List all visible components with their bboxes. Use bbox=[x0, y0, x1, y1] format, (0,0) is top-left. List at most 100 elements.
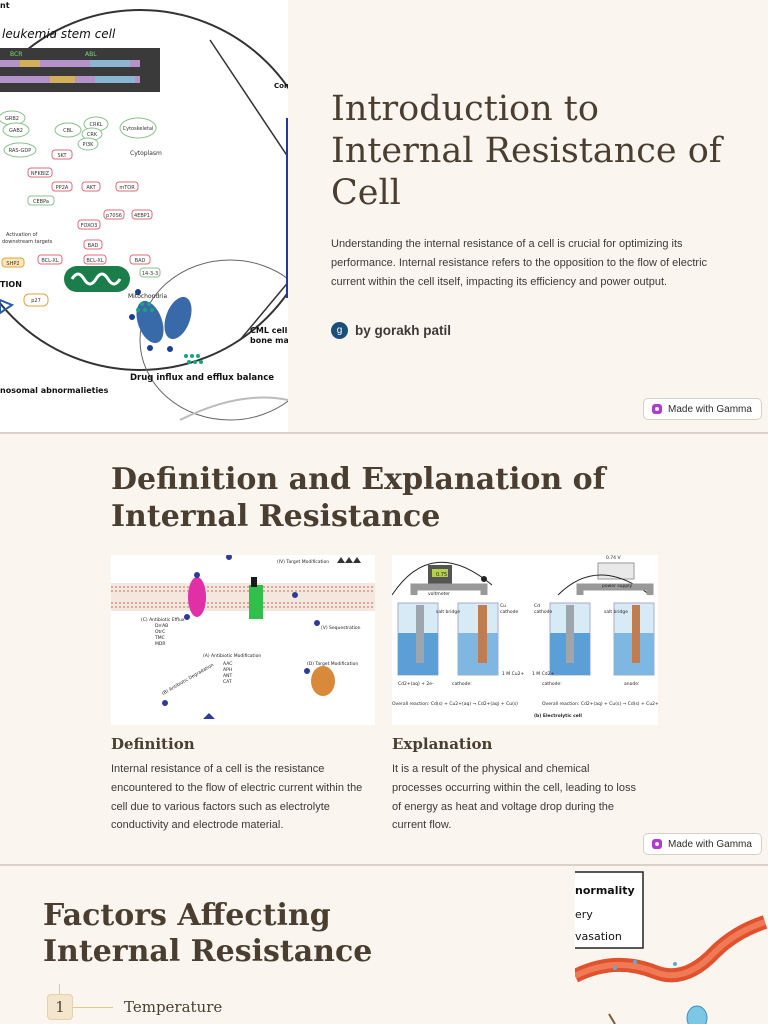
svg-text:GRB2: GRB2 bbox=[5, 116, 19, 122]
fig-drug-balance-label: Drug influx and efflux balance bbox=[130, 373, 274, 383]
svg-text:power supply: power supply bbox=[602, 583, 632, 589]
explanation-heading: Explanation bbox=[392, 735, 493, 753]
svg-text:SHP2: SHP2 bbox=[6, 261, 19, 267]
svg-text:BAD: BAD bbox=[135, 258, 146, 264]
made-with-gamma-button[interactable]: Made with Gamma bbox=[643, 398, 762, 420]
factor-number-badge: 1 bbox=[47, 994, 73, 1020]
factor-label: Temperature bbox=[124, 998, 223, 1016]
svg-text:(C) Antibiotic Efflux: (C) Antibiotic Efflux bbox=[141, 617, 185, 623]
svg-text:CAT: CAT bbox=[223, 679, 232, 685]
fig-ery-label: ery bbox=[575, 908, 593, 921]
slide-factors: Factors Affecting Internal Resistance no… bbox=[0, 866, 768, 1024]
svg-text:salt bridge: salt bridge bbox=[604, 609, 628, 615]
svg-text:SKT: SKT bbox=[57, 153, 67, 159]
fig-mitochondria-label: Mitochondria bbox=[128, 293, 167, 300]
section-title: Definition and Explanation of Internal R… bbox=[111, 462, 606, 534]
timeline-connector bbox=[59, 984, 60, 994]
svg-text:voltmeter: voltmeter bbox=[428, 591, 450, 597]
svg-text:Activation of: Activation of bbox=[6, 232, 38, 238]
svg-text:cathode:: cathode: bbox=[452, 681, 472, 687]
svg-text:downstream targets: downstream targets bbox=[2, 239, 53, 245]
svg-text:(b) Electrolytic cell: (b) Electrolytic cell bbox=[534, 713, 582, 719]
electrochemical-cell-figure: 0.75 voltmeter salt bridge Cu bbox=[392, 555, 658, 725]
svg-text:CRK: CRK bbox=[87, 132, 98, 138]
definition-heading: Definition bbox=[111, 735, 195, 753]
svg-text:anode:: anode: bbox=[624, 681, 640, 687]
fig-top-label: nt bbox=[0, 1, 10, 10]
svg-text:BAD: BAD bbox=[88, 243, 99, 249]
svg-text:(B) Antibiotic Degradation: (B) Antibiotic Degradation bbox=[161, 662, 215, 697]
svg-text:cathode:: cathode: bbox=[542, 681, 562, 687]
svg-text:ANT: ANT bbox=[223, 673, 232, 679]
avatar: g bbox=[331, 322, 348, 339]
svg-text:(V) Sequestration: (V) Sequestration bbox=[321, 625, 361, 631]
fig-cytoplasm-label: Cytoplasm bbox=[130, 150, 162, 157]
svg-text:14-3-3: 14-3-3 bbox=[142, 271, 158, 277]
svg-text:OtrC: OtrC bbox=[155, 629, 165, 635]
svg-text:PP2A: PP2A bbox=[56, 185, 69, 191]
fig-bone-marrow-label: bone mar bbox=[250, 336, 288, 345]
svg-text:DrrAB: DrrAB bbox=[155, 623, 168, 629]
svg-text:1 M Cd2+: 1 M Cd2+ bbox=[532, 671, 554, 677]
explanation-text: It is a result of the physical and chemi… bbox=[392, 763, 636, 832]
svg-text:0.75: 0.75 bbox=[436, 572, 447, 578]
fig-tion-label: TION bbox=[0, 280, 22, 289]
svg-text:(A) Antibiotic Modification: (A) Antibiotic Modification bbox=[203, 653, 261, 659]
svg-text:MDR: MDR bbox=[155, 641, 165, 647]
svg-text:1 M Cu2+: 1 M Cu2+ bbox=[502, 671, 524, 677]
svg-text:4EBP1: 4EBP1 bbox=[134, 213, 150, 219]
antibiotic-resistance-figure: (IV) Target Modification (C) Antibiotic … bbox=[111, 555, 375, 725]
fig-cml-cells-label: CML cells bbox=[250, 326, 288, 335]
svg-text:0.74 V: 0.74 V bbox=[606, 555, 621, 561]
svg-text:CEBPa: CEBPa bbox=[33, 199, 49, 205]
svg-text:APH: APH bbox=[223, 667, 232, 673]
svg-text:salt bridge: salt bridge bbox=[436, 609, 460, 615]
svg-text:Cu: Cu bbox=[500, 603, 506, 609]
svg-text:Overall reaction: Cd(s) + Cu2+: Overall reaction: Cd(s) + Cu2+(aq) → Cd2… bbox=[392, 701, 518, 707]
gamma-logo-icon bbox=[652, 404, 662, 414]
svg-text:AAC: AAC bbox=[223, 661, 232, 667]
made-with-gamma-label: Made with Gamma bbox=[668, 838, 752, 850]
author-name: by gorakh patil bbox=[355, 323, 452, 338]
svg-text:Cd2+(aq) + 2e-: Cd2+(aq) + 2e- bbox=[398, 681, 434, 687]
gamma-logo-icon bbox=[652, 839, 662, 849]
author-byline[interactable]: g by gorakh patil bbox=[331, 322, 451, 339]
svg-text:FOXO3: FOXO3 bbox=[81, 223, 98, 229]
fig-con-label: Con bbox=[274, 82, 288, 90]
svg-text:BCL-XL: BCL-XL bbox=[41, 258, 59, 264]
svg-text:Overall reaction: Cd2+(aq) + C: Overall reaction: Cd2+(aq) + Cu(s) → Cd(… bbox=[542, 701, 658, 707]
svg-text:BCL-XL: BCL-XL bbox=[86, 258, 104, 264]
svg-text:PI3K: PI3K bbox=[83, 142, 95, 148]
timeline-connector bbox=[73, 1007, 113, 1008]
intro-description: Understanding the internal resistance of… bbox=[331, 238, 708, 288]
page-title: Introduction to Internal Resistance of C… bbox=[331, 89, 722, 213]
made-with-gamma-label: Made with Gamma bbox=[668, 403, 752, 415]
svg-text:ABL: ABL bbox=[85, 51, 97, 58]
svg-text:GAB2: GAB2 bbox=[9, 128, 23, 134]
svg-text:NFKBIZ: NFKBIZ bbox=[31, 171, 50, 177]
svg-text:p27: p27 bbox=[31, 298, 41, 304]
svg-text:CBL: CBL bbox=[63, 128, 73, 134]
slide-definition: Definition and Explanation of Internal R… bbox=[0, 434, 768, 864]
slide-introduction: nt leukemia stem cell BCR ABL GRB2 GAB2 … bbox=[0, 0, 768, 432]
section-title: Factors Affecting Internal Resistance bbox=[43, 898, 373, 969]
fig-normality-label: normality bbox=[575, 884, 635, 897]
svg-text:p70S6: p70S6 bbox=[106, 213, 122, 219]
svg-text:Cytoskeletal: Cytoskeletal bbox=[123, 126, 154, 132]
svg-text:(D) Target Modification: (D) Target Modification bbox=[307, 661, 358, 667]
svg-text:(IV) Target Modification: (IV) Target Modification bbox=[277, 559, 329, 565]
fig-stem-cell-label: leukemia stem cell bbox=[2, 27, 116, 41]
svg-text:RAS-GDP: RAS-GDP bbox=[9, 148, 32, 154]
svg-text:Cd: Cd bbox=[534, 603, 540, 609]
svg-text:cathode: cathode bbox=[534, 609, 552, 615]
svg-text:TMC: TMC bbox=[154, 635, 165, 641]
svg-text:mTOR: mTOR bbox=[119, 185, 135, 191]
svg-text:CRKL: CRKL bbox=[89, 122, 102, 128]
svg-text:cathode: cathode bbox=[500, 609, 518, 615]
fig-chromosomal-label: nosomal abnormalieties bbox=[0, 386, 109, 395]
svg-text:AKT: AKT bbox=[86, 185, 96, 191]
cml-pathway-figure: nt leukemia stem cell BCR ABL GRB2 GAB2 … bbox=[0, 0, 288, 432]
svg-text:BCR: BCR bbox=[10, 51, 22, 58]
made-with-gamma-button[interactable]: Made with Gamma bbox=[643, 833, 762, 855]
fig-vasation-label: vasation bbox=[575, 930, 622, 943]
